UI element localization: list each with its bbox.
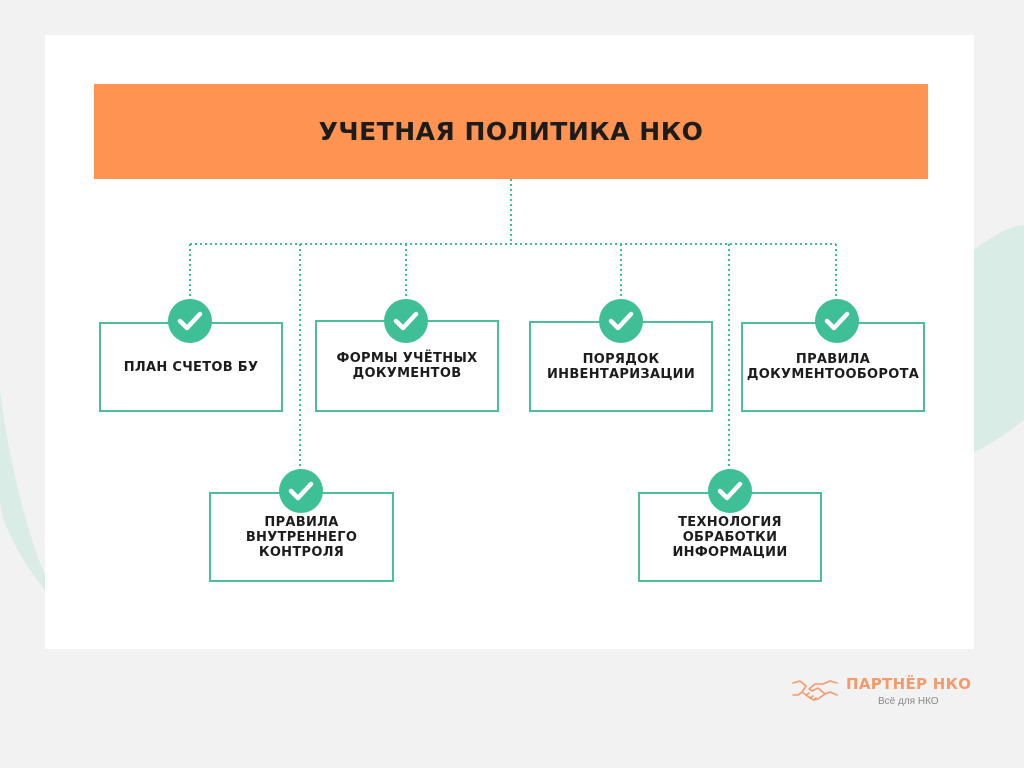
check-circle-icon [279, 469, 323, 513]
node-label: ПОРЯДОК ИНВЕНТАРИЗАЦИИ [546, 351, 696, 382]
node-label: ПРАВИЛА ВНУТРЕННЕГО КОНТРОЛЯ [245, 514, 358, 560]
check-circle-icon [168, 299, 212, 343]
check-circle-icon [599, 299, 643, 343]
node-label: ПРАВИЛА ДОКУМЕНТООБОРОТА [746, 352, 920, 382]
check-circle-icon [708, 469, 752, 513]
logo-name: ПАРТНЁР НКО [846, 675, 972, 693]
node-label: ТЕХНОЛОГИЯ ОБРАБОТКИ ИНФОРМАЦИИ [672, 514, 788, 560]
node-poryadok-inventarizacii: ПОРЯДОК ИНВЕНТАРИЗАЦИИ [529, 321, 713, 412]
title-banner: УЧЕТНАЯ ПОЛИТИКА НКО [94, 84, 928, 179]
node-label: ПЛАН СЧЕТОВ БУ [123, 359, 259, 375]
logo-tagline: Всё для НКО [878, 696, 939, 707]
partner-nko-logo: ПАРТНЁР НКО Всё для НКО [792, 673, 992, 713]
node-label: ФОРМЫ УЧЁТНЫХ ДОКУМЕНТОВ [336, 351, 478, 381]
check-circle-icon [815, 299, 859, 343]
diagram-title: УЧЕТНАЯ ПОЛИТИКА НКО [318, 117, 704, 146]
handshake-icon [792, 680, 838, 701]
check-circle-icon [384, 299, 428, 343]
